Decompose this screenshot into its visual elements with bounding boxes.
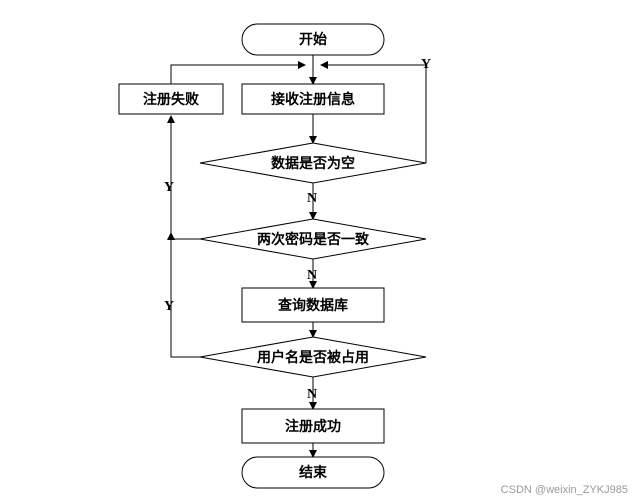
register-fail-box: [118, 83, 224, 115]
edge-label-password-no: N: [307, 268, 317, 283]
check-password-label: 两次密码是否一致: [257, 231, 370, 248]
end-terminator: [241, 456, 385, 489]
check-username-label: 用户名是否被占用: [257, 349, 369, 366]
receive-info-box: [241, 83, 385, 115]
check-username-decision: [199, 336, 427, 378]
connector-empty-yes-loop: [320, 61, 427, 163]
edge-label-password-yes: Y: [164, 180, 174, 195]
edge-label-empty-no: N: [307, 191, 317, 206]
check-password-decision: [199, 218, 427, 260]
arrowhead-spine: [167, 232, 175, 240]
connector-username-yes: [170, 239, 204, 358]
check-empty-label: 数据是否为空: [271, 155, 355, 172]
query-db-label: 查询数据库: [278, 297, 348, 314]
connector-fail-to-receive: [170, 61, 306, 84]
end-label: 结束: [299, 464, 328, 481]
edge-label-empty-yes: Y: [421, 57, 431, 72]
register-success-label: 注册成功: [285, 418, 341, 435]
register-fail-label: 注册失败: [143, 91, 200, 108]
register-success-box: [241, 408, 385, 444]
start-label: 开始: [299, 31, 327, 48]
edge-label-username-yes: Y: [164, 299, 174, 314]
query-db-box: [241, 287, 385, 323]
edge-label-username-no: N: [307, 387, 317, 402]
watermark-text: CSDN @weixin_ZYKJ985: [501, 484, 628, 496]
start-terminator: [241, 23, 385, 56]
receive-info-label: 接收注册信息: [271, 91, 355, 108]
connectors: [167, 55, 427, 458]
check-empty-decision: [199, 142, 427, 184]
